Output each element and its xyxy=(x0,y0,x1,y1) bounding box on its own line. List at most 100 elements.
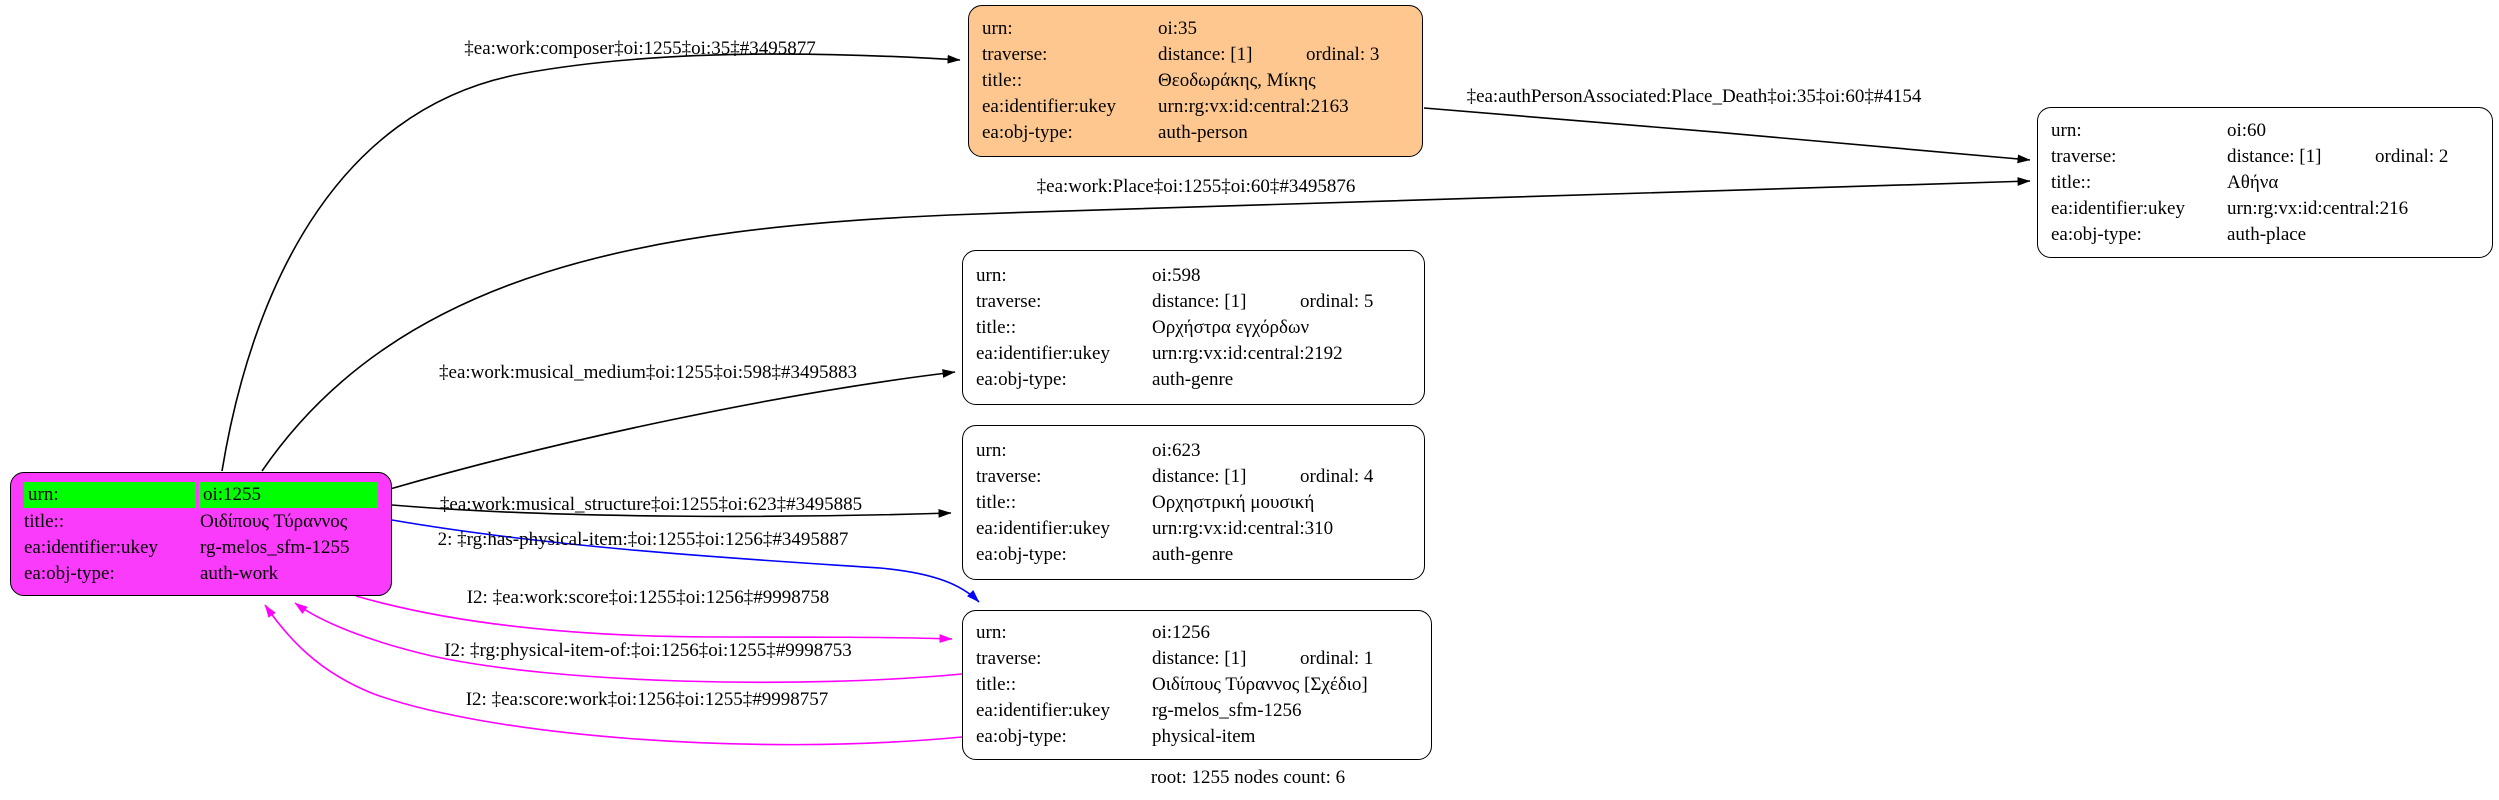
traverse-ordinal: ordinal: 3 xyxy=(1306,44,1380,65)
node-row-urn: urn: oi:623 xyxy=(976,438,1411,464)
node-row-urn: urn: oi:35 xyxy=(982,16,1409,42)
field-label: urn: xyxy=(2051,119,2082,141)
traverse-ordinal: ordinal: 2 xyxy=(2375,145,2449,167)
field-label: urn: xyxy=(24,482,196,508)
field-value: oi:60 xyxy=(2227,119,2267,141)
field-value: rg-melos_sfm-1256 xyxy=(1152,700,1302,721)
field-label: ea:identifier:ukey xyxy=(24,537,158,558)
edge-label-physical-item-of: I2: ‡rg:physical-item-of:‡oi:1256‡oi:125… xyxy=(444,640,852,661)
edge-composer-path xyxy=(221,53,961,472)
graph-caption: root: 1255 nodes count: 6 xyxy=(1150,767,1346,788)
field-label: title:: xyxy=(976,316,1017,338)
node-oi-35: urn: oi:35 traverse: distance: [1]ordina… xyxy=(968,5,1423,157)
field-value: auth-place xyxy=(2227,223,2307,245)
node-row-objtype: ea:obj-type: physical-item xyxy=(976,724,1418,750)
field-value: Οιδίπους Τύραννος xyxy=(200,511,348,532)
edge-musical-medium-path xyxy=(389,369,956,490)
edge-label-composer: ‡ea:work:composer‡oi:1255‡oi:35‡#3495877 xyxy=(464,38,816,59)
node-row-title: title:: Ορχηστρική μουσική xyxy=(976,490,1411,516)
field-label: ea:obj-type: xyxy=(976,726,1067,747)
field-label: urn: xyxy=(976,439,1007,461)
edge-place-death-path xyxy=(1423,107,2031,164)
field-label: urn: xyxy=(976,264,1007,286)
traverse-distance: distance: [1] xyxy=(1152,465,1247,487)
field-value: distance: [1]ordinal: 5 xyxy=(1152,289,1411,315)
edge-label-has-physical-item: 2: ‡rg:has-physical-item:‡oi:1255‡oi:125… xyxy=(437,529,849,550)
field-value: distance: [1]ordinal: 1 xyxy=(1152,646,1418,672)
field-value: oi:623 xyxy=(1152,439,1201,461)
field-value: oi:1256 xyxy=(1152,622,1211,643)
field-value: oi:598 xyxy=(1152,264,1201,286)
field-label: title:: xyxy=(24,511,65,532)
field-value: auth-work xyxy=(200,563,279,584)
node-row-traverse: traverse: distance: [1]ordinal: 3 xyxy=(982,42,1409,68)
node-row-objtype: ea:obj-type: auth-place xyxy=(2051,222,2479,248)
edge-has-physical-item-path xyxy=(391,519,980,603)
node-oi-60: urn: oi:60 traverse: distance: [1]ordina… xyxy=(2037,107,2493,258)
edge-label-musical-structure: ‡ea:work:musical_structure‡oi:1255‡oi:62… xyxy=(439,494,863,515)
node-row-ukey: ea:identifier:ukey rg-melos_sfm-1255 xyxy=(24,535,378,561)
field-label: ea:identifier:ukey xyxy=(2051,197,2185,219)
edge-label-score-work: I2: ‡ea:score:work‡oi:1256‡oi:1255‡#9998… xyxy=(465,689,829,710)
edge-label-place-death: ‡ea:authPersonAssociated:Place_Death‡oi:… xyxy=(1466,86,1922,107)
node-row-urn: urn: oi:1256 xyxy=(976,620,1418,646)
field-label: ea:obj-type: xyxy=(976,368,1067,390)
node-row-traverse: traverse: distance: [1]ordinal: 1 xyxy=(976,646,1418,672)
node-row-objtype: ea:obj-type: auth-genre xyxy=(976,367,1411,393)
field-label: traverse: xyxy=(976,465,1042,487)
node-row-title: title:: Αθήνα xyxy=(2051,170,2479,196)
field-label: ea:identifier:ukey xyxy=(976,517,1110,539)
field-label: ea:identifier:ukey xyxy=(976,700,1110,721)
field-label: ea:obj-type: xyxy=(982,122,1073,143)
field-label: title:: xyxy=(982,70,1023,91)
node-row-title: title:: Θεοδωράκης, Μίκης xyxy=(982,68,1409,94)
field-value: Αθήνα xyxy=(2227,171,2279,193)
node-row-objtype: ea:obj-type: auth-work xyxy=(24,561,378,587)
field-value: urn:rg:vx:id:central:216 xyxy=(2227,197,2409,219)
node-oi-623: urn: oi:623 traverse: distance: [1]ordin… xyxy=(962,425,1425,580)
node-row-urn: urn: oi:598 xyxy=(976,263,1411,289)
field-label: ea:obj-type: xyxy=(976,543,1067,565)
edge-label-musical-medium: ‡ea:work:musical_medium‡oi:1255‡oi:598‡#… xyxy=(439,362,857,383)
node-row-traverse: traverse: distance: [1]ordinal: 4 xyxy=(976,464,1411,490)
edge-work-place-path xyxy=(261,177,2031,472)
node-row-ukey: ea:identifier:ukey rg-melos_sfm-1256 xyxy=(976,698,1418,724)
node-oi-598: urn: oi:598 traverse: distance: [1]ordin… xyxy=(962,250,1425,405)
field-label: urn: xyxy=(982,18,1013,39)
field-value: physical-item xyxy=(1152,726,1256,747)
field-value: rg-melos_sfm-1255 xyxy=(200,537,350,558)
node-row-traverse: traverse: distance: [1]ordinal: 2 xyxy=(2051,144,2479,170)
field-value: Οιδίπους Τύραννος [Σχέδιο] xyxy=(1152,674,1368,695)
field-label: title:: xyxy=(2051,171,2092,193)
field-label: urn: xyxy=(976,622,1007,643)
field-value: Θεοδωράκης, Μίκης xyxy=(1158,70,1316,91)
field-label: traverse: xyxy=(976,290,1042,312)
node-row-ukey: ea:identifier:ukey urn:rg:vx:id:central:… xyxy=(976,341,1411,367)
node-oi-1256: urn: oi:1256 traverse: distance: [1]ordi… xyxy=(962,610,1432,760)
node-row-title: title:: Ορχήστρα εγχόρδων xyxy=(976,315,1411,341)
traverse-ordinal: ordinal: 1 xyxy=(1300,648,1374,669)
field-value: urn:rg:vx:id:central:2192 xyxy=(1152,342,1343,364)
traverse-distance: distance: [1] xyxy=(1158,44,1253,65)
node-row-urn: urn: oi:1255 xyxy=(24,482,378,508)
field-value: oi:1255 xyxy=(199,482,378,508)
traverse-distance: distance: [1] xyxy=(1152,290,1247,312)
field-label: title:: xyxy=(976,491,1017,513)
field-value: Ορχήστρα εγχόρδων xyxy=(1152,316,1310,338)
node-row-ukey: ea:identifier:ukey urn:rg:vx:id:central:… xyxy=(976,516,1411,542)
node-row-ukey: ea:identifier:ukey urn:rg:vx:id:central:… xyxy=(982,94,1409,120)
field-value: oi:35 xyxy=(1158,18,1198,39)
field-value: urn:rg:vx:id:central:2163 xyxy=(1158,96,1349,117)
field-label: ea:identifier:ukey xyxy=(982,96,1116,117)
node-row-urn: urn: oi:60 xyxy=(2051,118,2479,144)
node-row-objtype: ea:obj-type: auth-genre xyxy=(976,542,1411,568)
node-row-title: title:: Οιδίπους Τύραννος [Σχέδιο] xyxy=(976,672,1418,698)
edge-score-work-path xyxy=(264,604,963,746)
traverse-distance: distance: [1] xyxy=(2227,145,2322,167)
field-value: Ορχηστρική μουσική xyxy=(1152,491,1315,513)
node-oi-1255: urn: oi:1255 title:: Οιδίπους Τύραννος e… xyxy=(10,472,392,596)
field-label: ea:obj-type: xyxy=(2051,223,2142,245)
field-value: distance: [1]ordinal: 4 xyxy=(1152,464,1411,490)
edge-musical-structure-path xyxy=(391,504,952,518)
